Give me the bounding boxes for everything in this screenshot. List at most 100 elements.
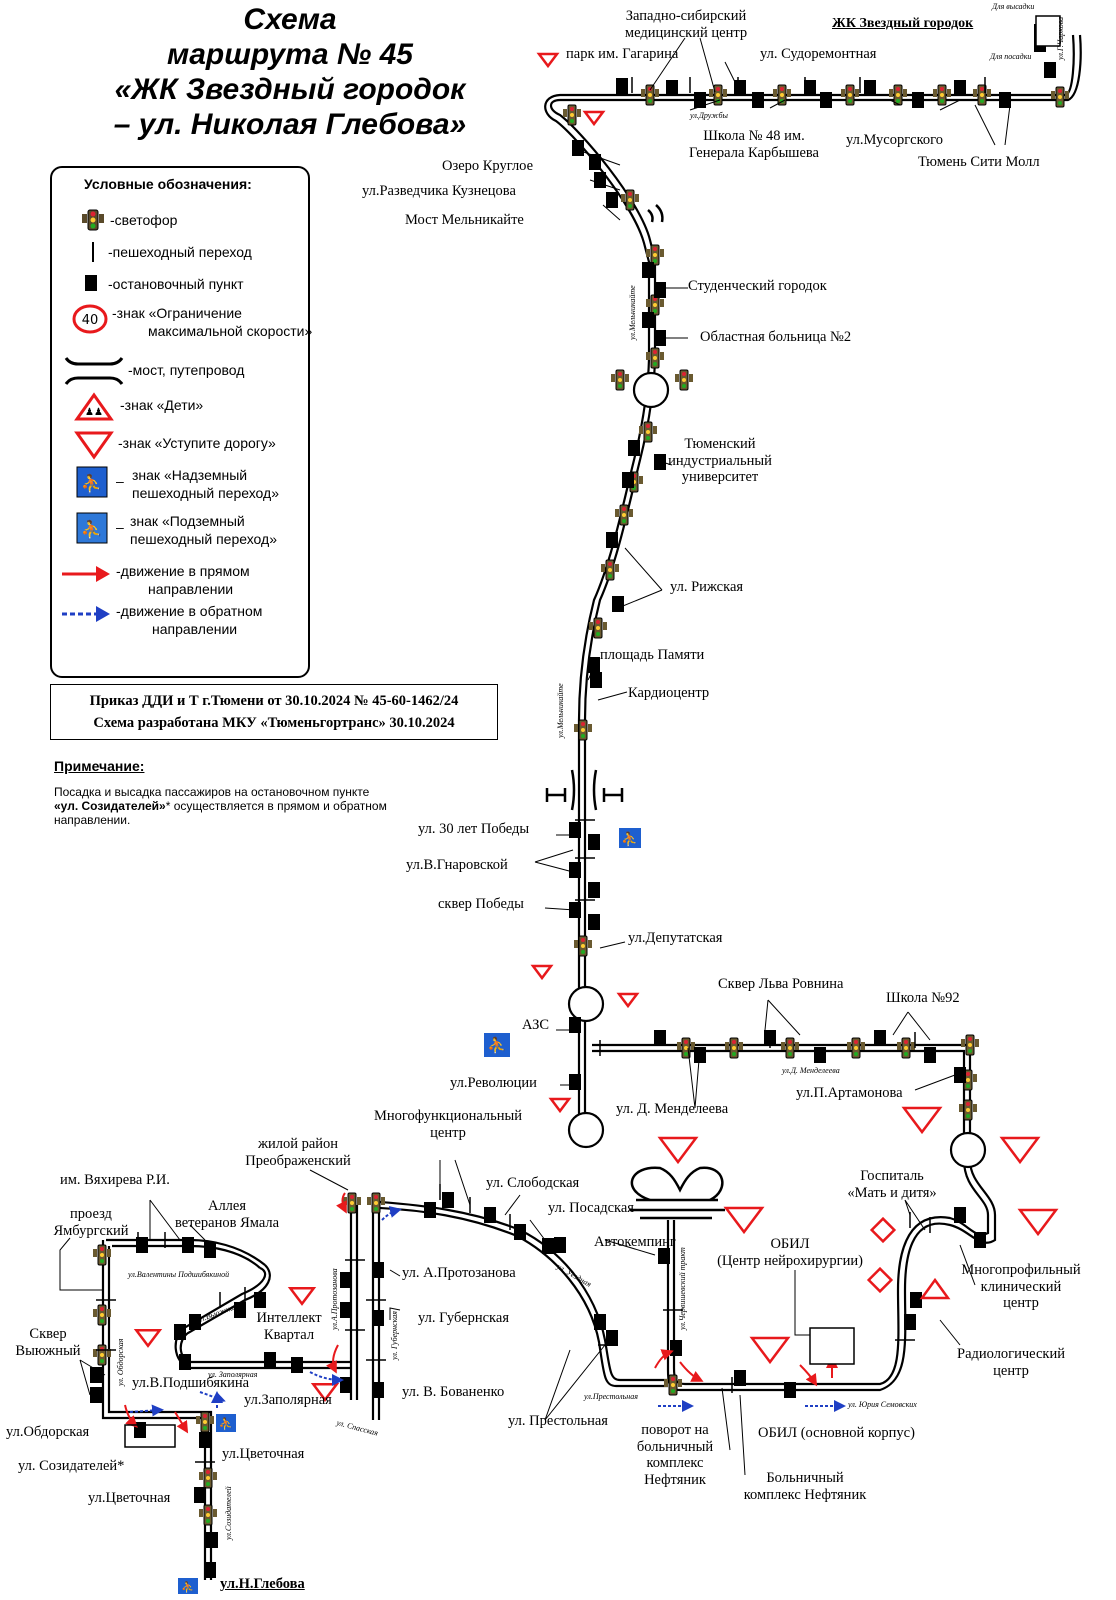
label-glebova: ул.Н.Глебова [220,1576,305,1592]
label-artamonova: ул.П.Артамонова [796,1085,903,1101]
label-skver-pobedy: сквер Победы [438,896,524,912]
speed-limit-icon: 40 [72,304,108,334]
label-preobr-2: Преображенский [245,1152,351,1169]
label-most: Мост Мельникайте [405,212,524,228]
label-intellekt-1: Интеллект [256,1310,322,1326]
yield-sign-icon [901,1106,943,1135]
pedestrian-crossings [96,77,986,1463]
bus-stop-icon [569,822,581,838]
obil-building [809,1327,855,1365]
bridge-icon [64,357,124,385]
label-zhk: ЖК Звездный городок [832,16,974,31]
label-hospital-complex-2: комплекс Нефтяник [743,1486,867,1503]
yield-sign-icon [310,1382,340,1402]
bus-stop-icon [616,78,628,94]
label-podshivalova: ул.В.Подшибякина [132,1375,250,1391]
label-rovnin: Сквер Льва Ровнина [718,976,844,992]
svg-text:⛹: ⛹ [81,473,103,495]
legend-text-backward-2: направлении [152,621,238,637]
legend-text-crossing: -пешеходный переход [108,244,252,260]
label-obil-main: ОБИЛ (основной корпус) [758,1425,915,1441]
bus-stop-icon [588,882,600,898]
bus-stop-icon [654,282,666,298]
label-alleya-1: Аллея [207,1198,247,1214]
bus-stop-icon [254,1292,266,1308]
label-radio-2: центр [993,1362,1029,1379]
label-sudoremont: ул. Судоремонтная [760,46,877,62]
traffic-light-icon [199,1504,217,1526]
label-zapolyarnaya-street: ул. Заполярная [208,1370,258,1379]
bus-stop-icon [734,1370,746,1386]
label-kuznetsova: ул.Разведчика Кузнецова [362,183,516,199]
bus-stop-icon [189,1314,201,1330]
bus-stop-icon [804,80,816,96]
yield-sign-icon [548,1097,572,1114]
legend-heading: Условные обозначения: [84,176,252,192]
traffic-light-icon [343,1192,361,1214]
label-30-let: ул. 30 лет Победы [418,821,530,837]
bus-stop-icon [340,1377,352,1393]
svg-text:⛹: ⛹ [219,1416,234,1431]
bus-stop-icon [90,1387,102,1403]
bus-stop-icon [954,80,966,96]
label-sozid-street: ул.Созидателей [224,1486,233,1540]
bus-stop-icon [85,275,97,291]
bus-stop-icon [572,140,584,156]
yield-sign-icon [530,964,554,981]
label-obdorskaya: ул.Обдорская [6,1424,90,1440]
label-tiu-3: университет [681,469,759,486]
bus-stop-icon [372,1262,384,1278]
bridges [545,204,725,1220]
yield-sign-icon [657,1136,699,1165]
bus-stop-icon [590,672,602,688]
label-student: Студенческий городок [688,278,827,294]
traffic-light-icon [889,84,907,106]
label-tsvetochnaya-1: ул.Цветочная [222,1446,305,1462]
label-melnikaite-1: ул.Мельникайте [628,285,637,340]
label-hospital-complex-1: Больничный [766,1470,844,1486]
bus-stop-icon [910,1292,922,1308]
legend: Условные обозначения: -светофор -пешеход… [50,166,312,678]
traffic-light-icon [961,1034,979,1056]
bus-stop-icon [924,1047,936,1063]
label-bovanenko: ул. В. Бованенко [402,1384,505,1400]
note-text-before: Посадка и высадка пассажиров на останово… [54,785,370,799]
label-preobr-1: жилой район [257,1136,339,1152]
traffic-light-icon [847,1037,865,1059]
label-autocamp: Автокемпинг [594,1234,676,1250]
label-hospital2: Областная больница №2 [700,329,852,345]
svg-text:⛹: ⛹ [81,519,103,541]
label-deputatskaya: ул.Депутатская [628,930,723,946]
label-melnikaite-2: ул.Мельникайте [556,683,565,738]
bus-stop-icon [442,1192,454,1208]
label-prestolnaya: ул. Престольная [508,1413,608,1429]
bus-stop-icon [606,192,618,208]
traffic-light-icon [574,935,592,957]
bus-stop-icon [514,1224,526,1240]
label-gospital-1: Госпиталь [860,1168,924,1184]
legend-text-traffic-light: -светофор [110,212,178,228]
label-yamburg-1: проезд [70,1206,112,1222]
svg-text:♟♟: ♟♟ [85,407,103,418]
title-line-3: «ЖК Звездный городок [114,73,466,106]
bus-stop-icon [569,862,581,878]
label-intellekt-2: Квартал [263,1326,315,1343]
label-gubernskaya: ул. Губернская [418,1310,509,1326]
label-sozidateley: ул. Созидателей* [18,1458,125,1474]
bus-stop-icon [588,914,600,930]
label-revolution: ул.Революции [450,1075,537,1091]
traffic-light-icon [959,1099,977,1121]
traffic-light-icon [781,1037,799,1059]
note-text-bold: «ул. Созидателей» [54,799,166,813]
bus-stop-icon [954,1207,966,1223]
traffic-light-icon [1051,86,1069,108]
order-line-1: Приказ ДДИ и Т г.Тюмени от 30.10.2024 № … [89,693,459,709]
bus-stop-icon [340,1272,352,1288]
overpass-crossing-icon: ⛹ [76,466,108,498]
bus-stop-icon [594,172,606,188]
legend-text-forward-1: -движение в прямом [116,563,250,579]
bus-stop-icon [204,1562,216,1578]
